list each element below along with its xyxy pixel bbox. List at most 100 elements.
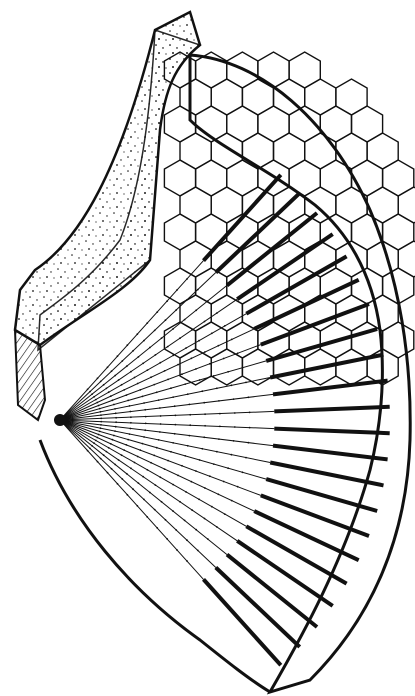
ommatidium-tick — [189, 435, 191, 437]
ommatidium-tick — [127, 439, 129, 441]
facet-hexagon — [164, 160, 195, 196]
ommatidium-tick — [176, 289, 178, 291]
ommatidium-tick — [99, 408, 101, 410]
facet-hexagon — [196, 160, 227, 196]
ommatidium-tick — [134, 377, 136, 379]
ommatidium-tick — [106, 388, 108, 390]
ommatidium-tick — [237, 352, 239, 354]
ommatidium-tick — [167, 346, 169, 348]
facet-hexagon — [398, 241, 415, 277]
ommatidium-tick — [203, 402, 205, 404]
ommatidium-tick — [227, 371, 229, 373]
ommatidium-tick — [248, 396, 250, 398]
ommatidium-tick — [224, 325, 226, 327]
ommatidium-tick — [172, 510, 174, 512]
ommatidium-tick — [138, 356, 140, 358]
ommatidium-tick — [130, 411, 132, 413]
ommatidium-tick — [166, 538, 168, 540]
ommatidium-tick — [114, 464, 116, 466]
ommatidium-tick — [100, 427, 102, 429]
ommatidium-tick — [204, 487, 206, 489]
facet-hexagon — [352, 106, 383, 142]
ommatidium-tick — [100, 424, 102, 426]
ommatidium-tick — [130, 467, 132, 469]
ommatidium-tick — [186, 560, 188, 562]
ommatidium-tick — [115, 421, 117, 423]
ommatidium-tick — [234, 412, 236, 414]
ommatidium-tick — [165, 519, 167, 521]
ommatidium-tick — [216, 312, 218, 314]
ommatidium-tick — [181, 373, 183, 375]
ommatidium-stalk — [60, 420, 246, 526]
ommatidium-tick — [164, 370, 166, 372]
ommatidium-tick — [158, 439, 160, 441]
ommatidium-tick — [100, 381, 102, 383]
ommatidium-tick — [245, 382, 247, 384]
ommatidium-tick — [91, 445, 93, 447]
facet-hexagon — [164, 322, 195, 358]
ommatidium-tick — [108, 447, 110, 449]
ommatidium-tick — [126, 444, 128, 446]
ommatidium-stalk — [60, 329, 254, 420]
ommatidium-tick — [185, 347, 187, 349]
ommatidium-tick — [153, 384, 155, 386]
ommatidium-tick — [186, 278, 188, 280]
ommatidium-tick — [154, 330, 156, 332]
ommatidium-tick — [121, 478, 123, 480]
ommatidium-tick — [126, 344, 128, 346]
ommatidium-tick — [112, 439, 114, 441]
ommatidium-tick — [130, 416, 132, 418]
ommatidium-tick — [223, 358, 225, 360]
facet-hexagon — [180, 295, 211, 331]
ommatidium-tick — [177, 364, 179, 366]
ommatidium-tick — [96, 437, 98, 439]
ommatidium-tick — [154, 509, 156, 511]
ommatidium-tick — [161, 501, 163, 503]
ommatidium-rhabdom — [270, 463, 383, 486]
ommatidium-tick — [126, 473, 128, 475]
ommatidium-tick — [176, 549, 178, 551]
ommatidium-tick — [167, 460, 169, 462]
ommatidium-tick — [150, 462, 152, 464]
ommatidium-tick — [172, 484, 174, 486]
ommatidium-rhabdom — [273, 446, 388, 460]
ommatidium-tick — [237, 486, 239, 488]
ommatidium-tick — [138, 482, 140, 484]
ommatidium-tick — [149, 492, 151, 494]
ommatidium-tick — [166, 300, 168, 302]
ommatidium-tick — [143, 436, 145, 438]
focal-point — [54, 414, 66, 426]
ommatidium-tick — [184, 383, 186, 385]
ommatidium-tick — [179, 501, 181, 503]
ommatidium-tick — [187, 445, 189, 447]
facet-hexagon — [242, 187, 273, 223]
ommatidium-tick — [204, 413, 206, 415]
ommatidium-tick — [123, 389, 125, 391]
facet-hexagon — [398, 187, 415, 223]
facet-hexagon — [336, 349, 367, 385]
ommatidium-tick — [175, 529, 177, 531]
ommatidium-tick — [89, 391, 91, 393]
ommatidium-tick — [100, 411, 102, 413]
ommatidium-tick — [103, 454, 105, 456]
ommatidium-tick — [126, 494, 128, 496]
ommatidium-tick — [245, 457, 247, 459]
ommatidium-tick — [165, 319, 167, 321]
ommatidium-tick — [172, 442, 174, 444]
ommatidium-tick — [115, 426, 117, 428]
ommatidium-tick — [233, 398, 235, 400]
ommatidium-tick — [223, 481, 225, 483]
ommatidium-tick — [132, 350, 134, 352]
ommatidium-tick — [129, 405, 131, 407]
ommatidium-tick — [216, 451, 218, 453]
ommatidium-stalk — [60, 420, 254, 511]
ommatidium-tick — [199, 459, 201, 461]
ommatidium-tick — [191, 357, 193, 359]
ommatidium-tick — [150, 376, 152, 378]
ommatidium-tick — [204, 321, 206, 323]
ommatidium-tick — [100, 414, 102, 416]
ommatidium-tick — [123, 449, 125, 451]
ommatidium-tick — [142, 443, 144, 445]
ommatidium-tick — [144, 409, 146, 411]
ommatidium-tick — [231, 500, 233, 502]
